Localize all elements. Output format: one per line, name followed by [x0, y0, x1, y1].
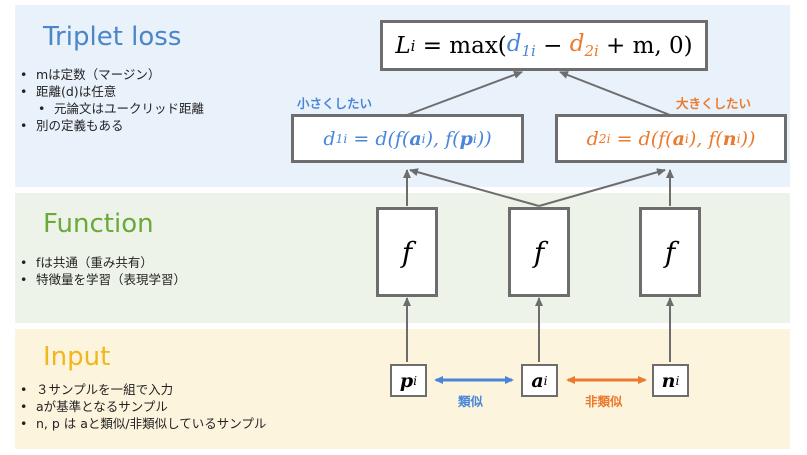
- note-other-definitions: 別の定義もある: [14, 117, 204, 134]
- f-box-negative: f: [639, 207, 701, 297]
- maximize-label: 大きくしたい: [676, 96, 752, 111]
- triplet-loss-title: Triplet loss: [43, 22, 182, 52]
- f-box-anchor: f: [508, 207, 570, 297]
- arrow-fa-to-d1: [409, 168, 540, 207]
- input-notes: ３サンプルを一組で入力 aが基準となるサンプル n, p は aと類似/非類似し…: [14, 381, 266, 432]
- note-margin: mは定数（マージン）: [14, 66, 204, 83]
- note-anchor: aが基準となるサンプル: [14, 398, 266, 415]
- triplet-loss-notes: mは定数（マージン） 距離(d)は任意 元論文はユークリッド距離 別の定義もある: [14, 66, 204, 134]
- note-shared-weights: fは共通（重み共有）: [14, 254, 186, 271]
- arrow-fa-to-d2: [538, 168, 666, 207]
- loss-d1-term: d1i: [506, 30, 536, 61]
- note-distance: 距離(d)は任意: [14, 83, 204, 100]
- input-title: Input: [43, 342, 111, 372]
- note-euclidean: 元論文はユークリッド距離: [14, 100, 204, 117]
- f-box-positive: f: [376, 207, 438, 297]
- loss-lhs: L: [395, 32, 411, 59]
- dissimilar-label: 非類似: [585, 394, 623, 409]
- minimize-label: 小さくしたい: [297, 96, 373, 111]
- note-three-samples: ３サンプルを一組で入力: [14, 381, 266, 398]
- function-title: Function: [43, 209, 154, 239]
- note-representation-learning: 特徴量を学習（表現学習）: [14, 271, 186, 288]
- note-positive-negative: n, p は aと類似/非類似しているサンプル: [14, 415, 266, 432]
- arrow-d2-to-loss: [559, 71, 671, 116]
- function-notes: fは共通（重み共有） 特徴量を学習（表現学習）: [14, 254, 186, 288]
- loss-d2-term: d2i: [569, 30, 599, 61]
- similar-label: 類似: [458, 394, 484, 409]
- arrow-d1-to-loss: [406, 71, 523, 116]
